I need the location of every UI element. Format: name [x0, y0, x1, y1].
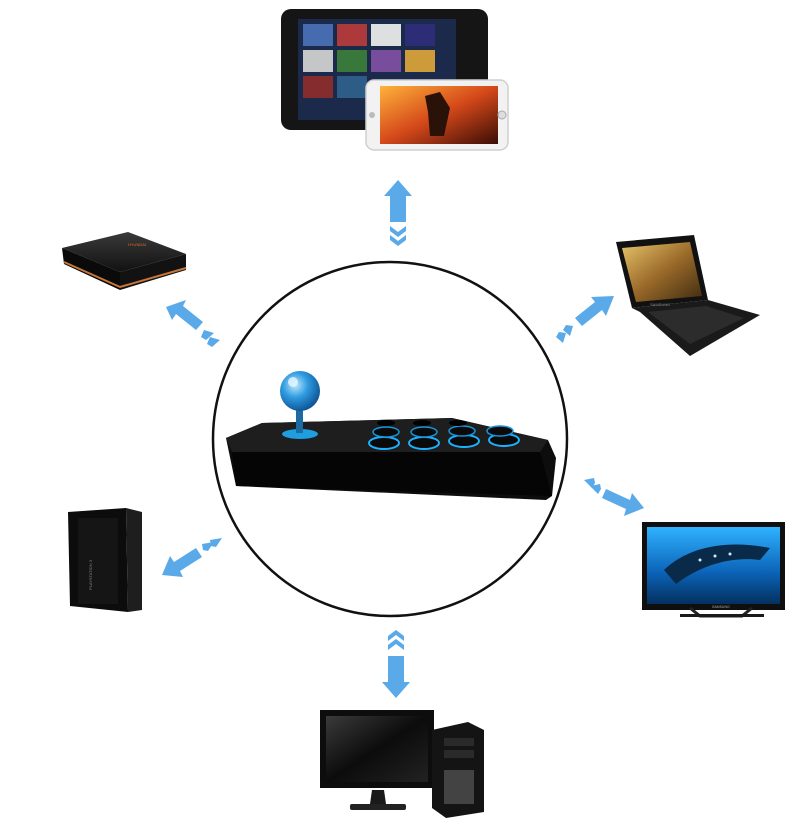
action-buttons — [368, 420, 520, 450]
arrow-down-left — [162, 538, 222, 577]
laptop-brand: SAMSUNG — [650, 302, 670, 307]
tablet-phone-icon — [281, 9, 509, 151]
arcade-joystick-controller — [226, 371, 556, 500]
smart-tv-icon: SAMSUNG — [642, 522, 785, 618]
laptop-icon: SAMSUNG — [616, 235, 760, 356]
desktop-pc-icon — [320, 710, 484, 818]
tv-box-brand: HYUNDAI — [128, 242, 146, 247]
arrow-up-left — [166, 300, 220, 347]
console-brand: PLAYSTATION 3 — [88, 559, 93, 590]
arrow-up — [384, 180, 412, 246]
arrow-up-right — [556, 296, 614, 343]
tv-brand: SAMSUNG — [712, 605, 730, 609]
connection-arrows — [162, 180, 644, 698]
arrow-down — [382, 630, 410, 698]
game-console-icon: PLAYSTATION 3 — [68, 508, 142, 612]
joystick-stick — [280, 371, 320, 439]
tv-box-icon: HYUNDAI — [62, 232, 187, 290]
arrow-down-right — [584, 478, 644, 516]
